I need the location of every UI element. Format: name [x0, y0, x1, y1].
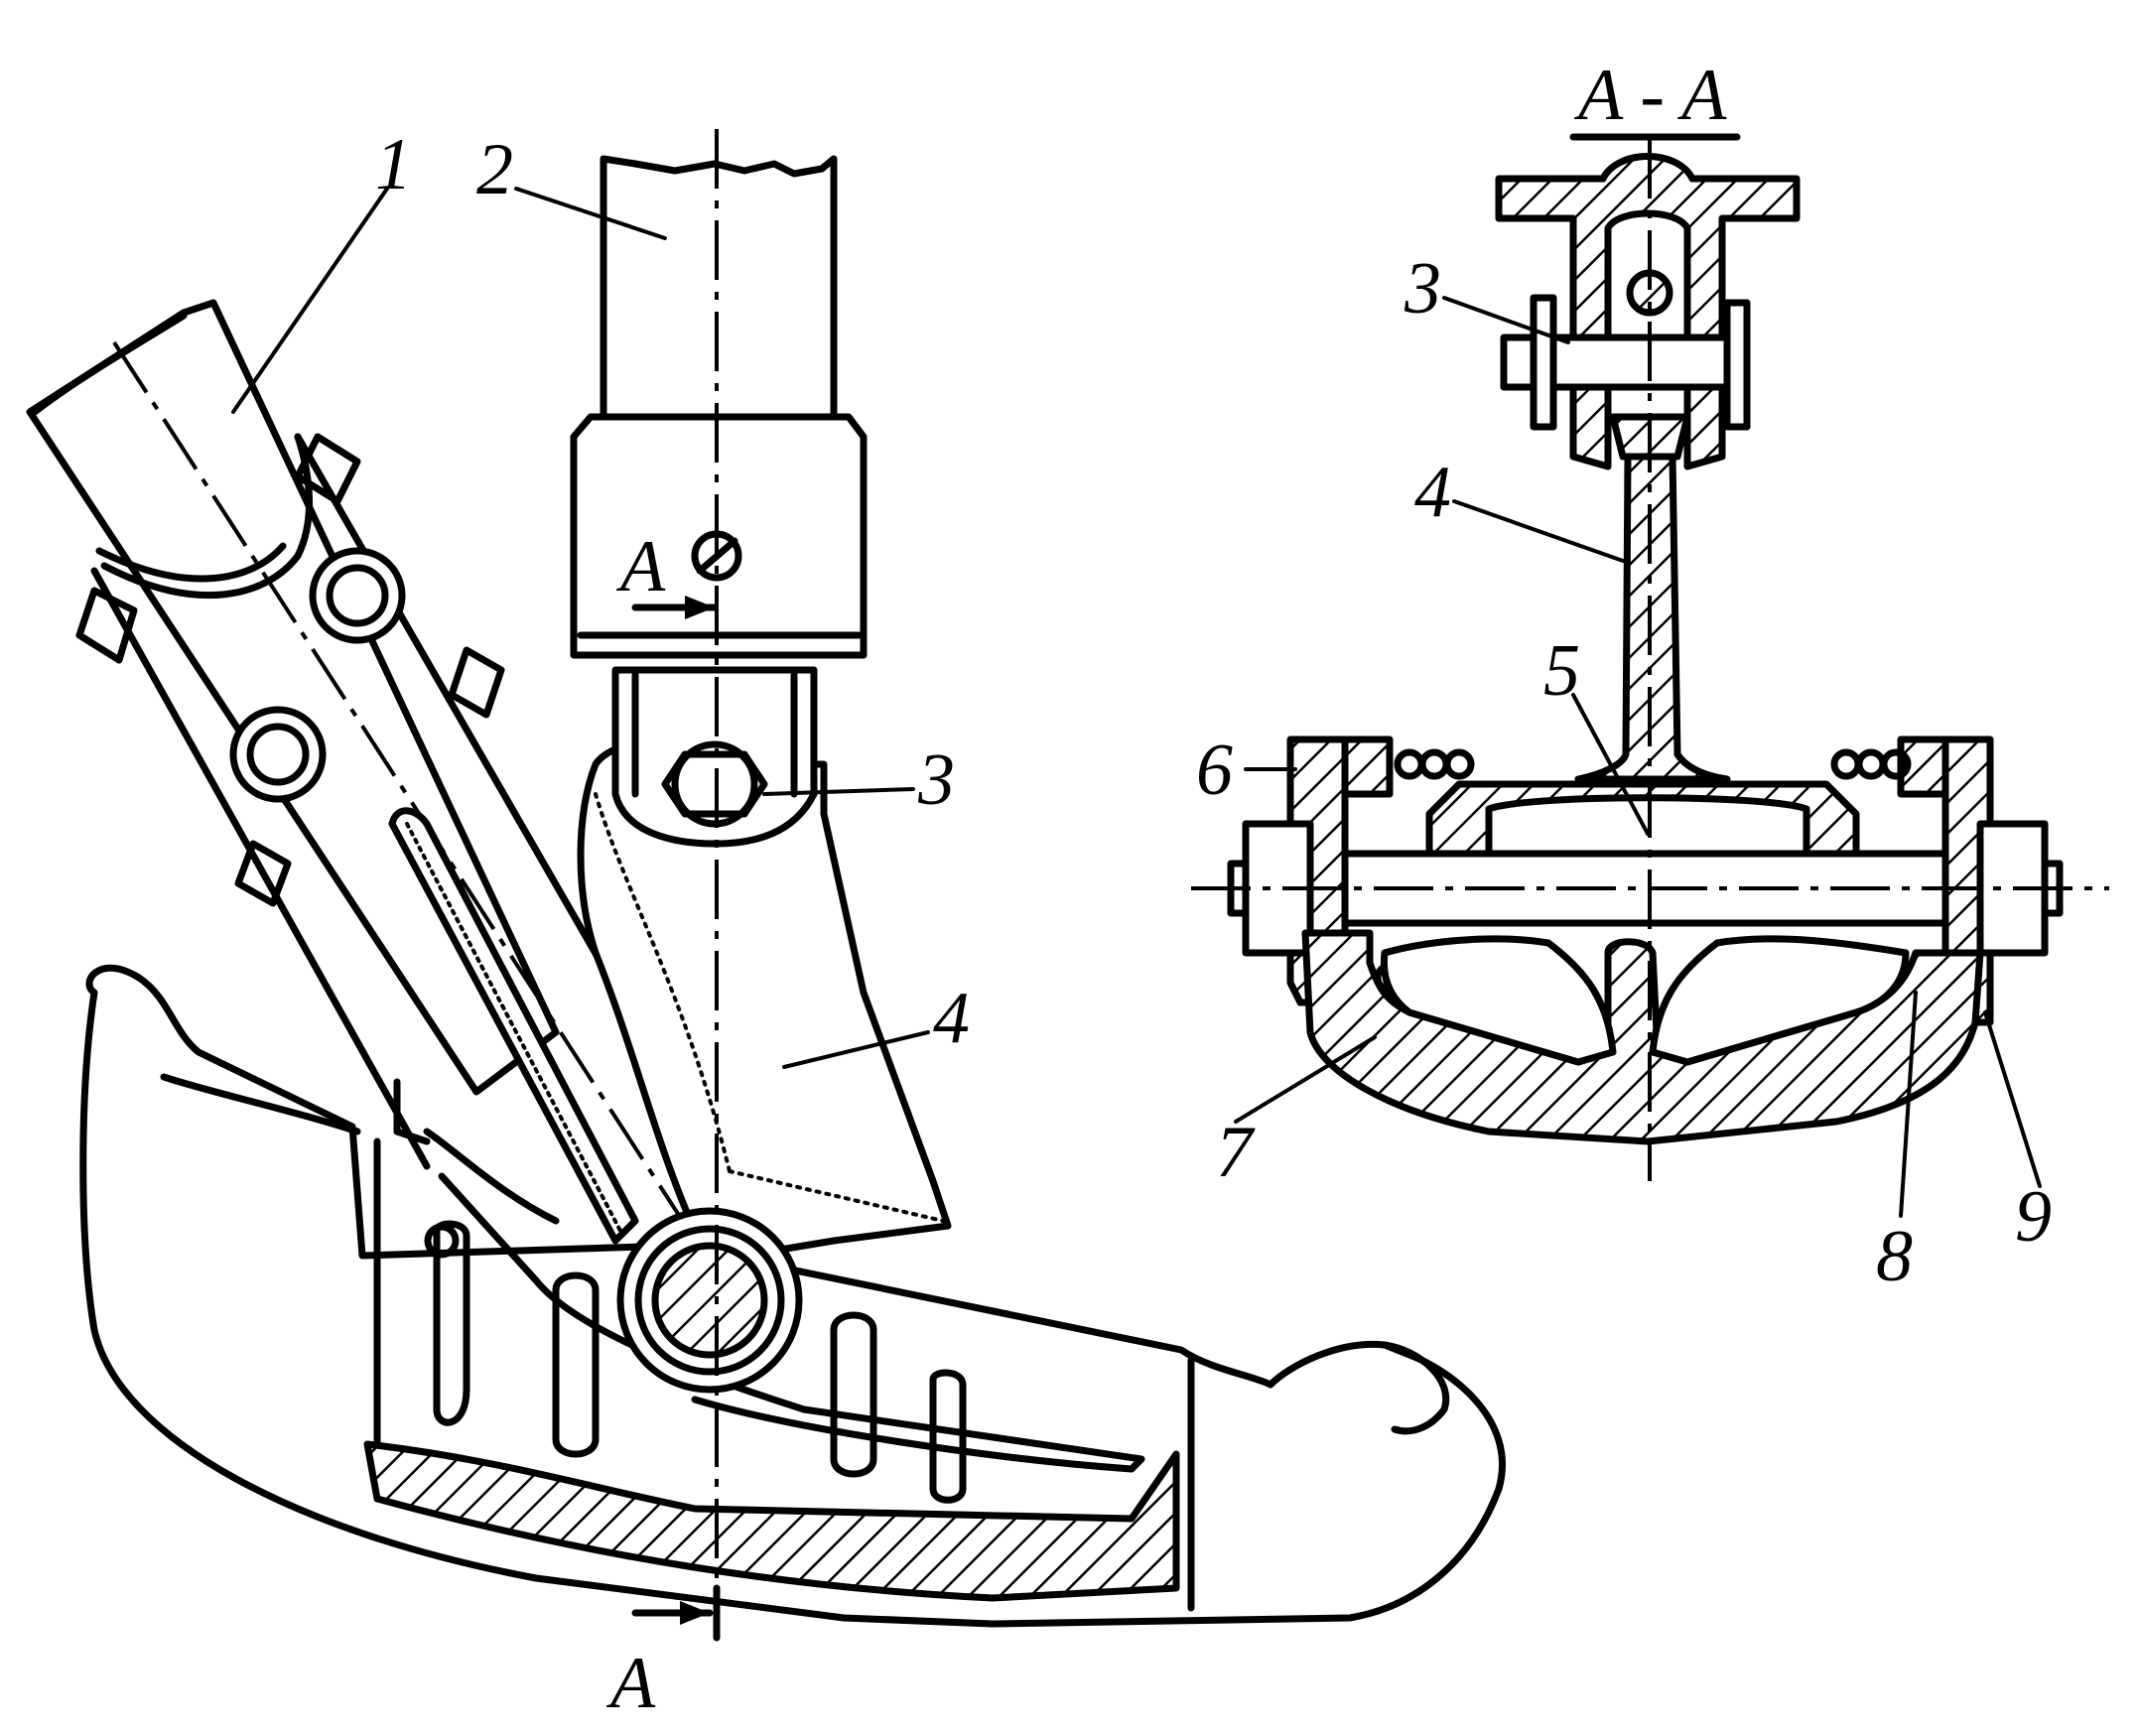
leader-9	[1983, 1010, 2042, 1188]
label-part-6: 6	[1196, 730, 1233, 811]
section-title: A - A	[1573, 55, 1727, 136]
stem-4	[1574, 453, 1731, 783]
label-part-9: 9	[2015, 1176, 2052, 1258]
label-part-3-section: 3	[1404, 248, 1441, 330]
leader-3-section	[1442, 296, 1570, 344]
leader-3-main	[762, 787, 915, 796]
label-part-7: 7	[1216, 1112, 1256, 1193]
section-arrow-top	[631, 596, 719, 619]
label-part-2: 2	[476, 129, 513, 210]
section-view	[1191, 133, 2109, 1218]
label-part-4-section: 4	[1414, 452, 1451, 533]
leader-1	[231, 187, 389, 414]
nut-right	[1976, 820, 2049, 957]
label-section-arrow-top: A	[615, 526, 666, 607]
label-part-4-main: 4	[933, 978, 970, 1059]
ski-sole-section	[363, 1440, 1180, 1602]
main-view	[26, 129, 1506, 1642]
labels: 1 2 3 4 A A A - A 3 4 5 6 7 8 9	[375, 55, 2052, 1724]
leader-4-section	[1452, 499, 1625, 563]
label-section-arrow-bottom: A	[605, 1643, 656, 1724]
leader-4-main	[782, 1030, 930, 1069]
label-part-5: 5	[1543, 630, 1580, 712]
toothed-rack	[388, 807, 1145, 1473]
pivot-joint	[616, 1207, 803, 1394]
label-part-8: 8	[1876, 1216, 1913, 1297]
label-part-3-main: 3	[917, 739, 955, 821]
leader-7	[1234, 1035, 1377, 1124]
section-arrow-bottom	[631, 1584, 721, 1642]
leader-2	[514, 187, 667, 240]
leader-5	[1571, 693, 1650, 836]
label-part-1: 1	[375, 124, 412, 205]
leader-8	[1899, 991, 1918, 1218]
tube-1	[26, 299, 717, 1272]
